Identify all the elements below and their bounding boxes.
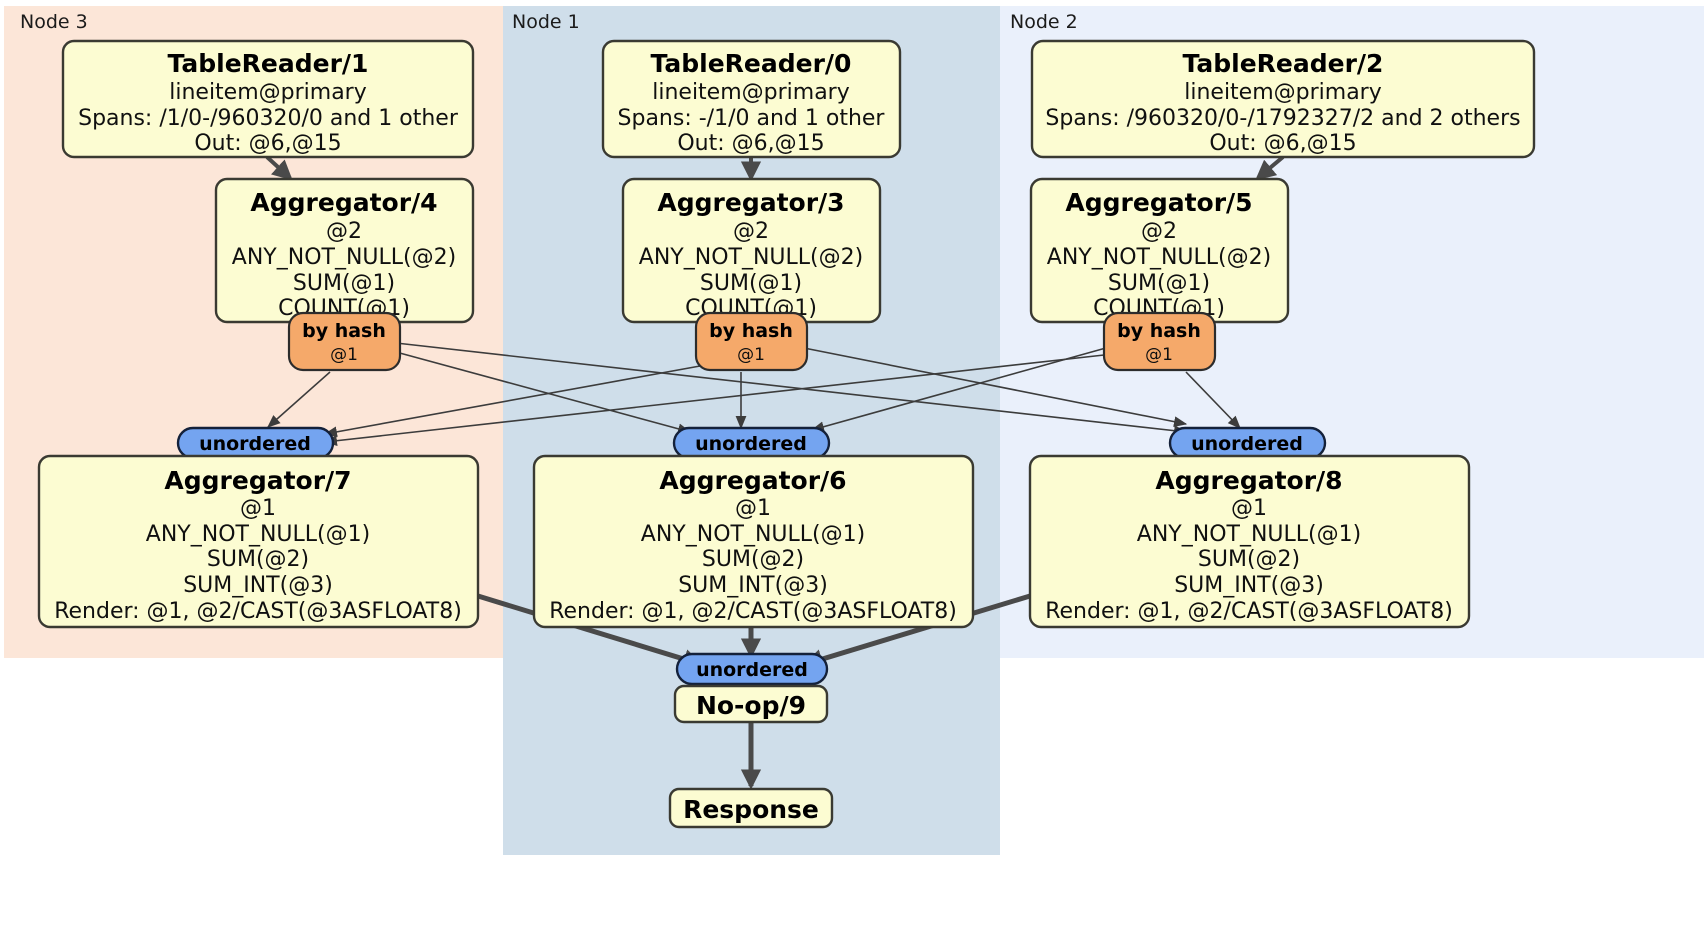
processor-title: Aggregator/3 [657, 188, 844, 217]
processor-line: SUM_INT(@3) [1174, 573, 1324, 598]
processor-line: @2 [326, 219, 362, 244]
edge-agg8-sync9 [802, 593, 1031, 669]
panel-node2-label: Node 2 [1010, 11, 1078, 33]
processor-title: Aggregator/6 [659, 466, 846, 495]
processor-line: SUM_INT(@3) [678, 573, 828, 598]
processor-line: @1 [1231, 496, 1267, 521]
edge-hash5-sync6 [810, 345, 1114, 432]
processor-line: Out: @6,@15 [1209, 131, 1356, 156]
panel-node1-label: Node 1 [512, 11, 580, 33]
synchronizer-label: unordered [199, 433, 311, 455]
processor-line: ANY_NOT_NULL(@1) [146, 522, 370, 547]
router-title: by hash [302, 320, 386, 342]
synchronizer-label: unordered [1191, 433, 1303, 455]
synchronizer-label: unordered [695, 433, 807, 455]
edge-tr2-agg5 [1255, 155, 1285, 181]
processor-line: Out: @6,@15 [677, 131, 824, 156]
processor-line: lineitem@primary [1184, 80, 1382, 105]
processor-line: @1 [240, 496, 276, 521]
synchronizer-unordered-node3[interactable]: unordered [176, 426, 335, 460]
processor-title: Aggregator/4 [250, 188, 437, 217]
processor-title: Aggregator/7 [164, 466, 351, 495]
processor-line: Spans: /960320/0-/1792327/2 and 2 others [1045, 106, 1520, 131]
processor-title: No-op/9 [696, 691, 806, 720]
processor-title: TableReader/1 [168, 49, 369, 78]
processor-line: Render: @1, @2/CAST(@3ASFLOAT8) [1045, 599, 1453, 624]
processor-aggregator-5[interactable]: Aggregator/5 @2 ANY_NOT_NULL(@2) SUM(@1)… [1029, 177, 1290, 324]
processor-line: SUM(@1) [700, 271, 802, 296]
panel-node3-label: Node 3 [20, 11, 88, 33]
router-title: by hash [709, 320, 793, 342]
processor-aggregator-6[interactable]: Aggregator/6 @1 ANY_NOT_NULL(@1) SUM(@2)… [532, 454, 975, 629]
processor-aggregator-7[interactable]: Aggregator/7 @1 ANY_NOT_NULL(@1) SUM(@2)… [37, 454, 480, 629]
processor-response[interactable]: Response [668, 787, 834, 829]
processor-line: lineitem@primary [652, 80, 850, 105]
edge-hash4-sync6 [395, 351, 692, 435]
router-by-hash-node2[interactable]: by hash @1 [1102, 311, 1217, 372]
processor-noop-9[interactable]: No-op/9 [673, 684, 829, 724]
processor-tablereader-2[interactable]: TableReader/2 lineitem@primary Spans: /9… [1030, 39, 1536, 159]
processor-line: Render: @1, @2/CAST(@3ASFLOAT8) [549, 599, 957, 624]
processor-title: TableReader/0 [651, 49, 852, 78]
synchronizer-unordered-node2[interactable]: unordered [1168, 426, 1327, 460]
processor-line: Spans: -/1/0 and 1 other [618, 106, 886, 131]
processor-line: SUM(@1) [1108, 271, 1210, 296]
edge-hash5-sync7 [323, 353, 1114, 447]
processor-line: @2 [733, 219, 769, 244]
synchronizer-unordered-final[interactable]: unordered [675, 652, 829, 686]
synchronizer-label: unordered [696, 659, 808, 681]
processor-line: Out: @6,@15 [194, 131, 341, 156]
processor-tablereader-0[interactable]: TableReader/0 lineitem@primary Spans: -/… [601, 39, 902, 159]
processor-line: ANY_NOT_NULL(@1) [1137, 522, 1361, 547]
router-subtitle: @1 [1145, 345, 1173, 365]
router-subtitle: @1 [330, 345, 358, 365]
processor-line: ANY_NOT_NULL(@2) [639, 245, 863, 270]
processor-line: ANY_NOT_NULL(@2) [1047, 245, 1271, 270]
processor-line: ANY_NOT_NULL(@2) [232, 245, 456, 270]
processor-line: SUM(@2) [1198, 547, 1300, 572]
edge-agg7-sync9 [477, 593, 704, 669]
router-by-hash-node1[interactable]: by hash @1 [694, 311, 809, 372]
router-subtitle: @1 [737, 345, 765, 365]
processor-line: ANY_NOT_NULL(@1) [641, 522, 865, 547]
router-by-hash-node3[interactable]: by hash @1 [287, 311, 402, 372]
processor-line: SUM_INT(@3) [183, 573, 333, 598]
edge-hash4-sync7 [267, 371, 331, 428]
router-title: by hash [1117, 320, 1201, 342]
processor-line: @1 [735, 496, 771, 521]
edge-hash3-sync7 [323, 365, 701, 438]
processor-title: Aggregator/8 [1155, 466, 1342, 495]
processor-aggregator-8[interactable]: Aggregator/8 @1 ANY_NOT_NULL(@1) SUM(@2)… [1028, 454, 1471, 629]
processor-line: @2 [1141, 219, 1177, 244]
edge-hash4-sync8 [395, 342, 1188, 437]
processor-title: Aggregator/5 [1065, 188, 1252, 217]
processor-line: lineitem@primary [169, 80, 367, 105]
edge-hash5-sync8 [1185, 371, 1241, 429]
processor-aggregator-3[interactable]: Aggregator/3 @2 ANY_NOT_NULL(@2) SUM(@1)… [621, 177, 882, 324]
processor-line: SUM(@2) [702, 547, 804, 572]
processor-tablereader-1[interactable]: TableReader/1 lineitem@primary Spans: /1… [61, 39, 475, 159]
processor-line: SUM(@2) [207, 547, 309, 572]
edge-tr1-agg4 [265, 155, 293, 181]
synchronizer-unordered-node1[interactable]: unordered [672, 426, 831, 460]
processor-aggregator-4[interactable]: Aggregator/4 @2 ANY_NOT_NULL(@2) SUM(@1)… [214, 177, 475, 324]
edge-hash3-sync8 [803, 347, 1188, 427]
processor-title: Response [683, 795, 819, 824]
processor-line: Spans: /1/0-/960320/0 and 1 other [78, 106, 459, 131]
processor-title: TableReader/2 [1183, 49, 1384, 78]
processor-line: SUM(@1) [293, 271, 395, 296]
processor-line: Render: @1, @2/CAST(@3ASFLOAT8) [54, 599, 462, 624]
